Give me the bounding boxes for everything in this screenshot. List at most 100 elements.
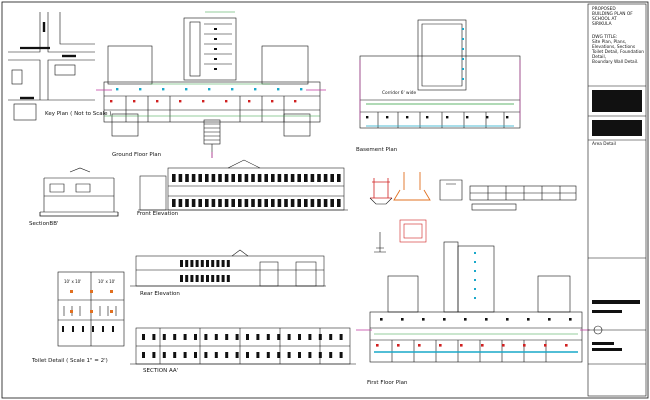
window-mark	[185, 199, 189, 207]
window-mark	[226, 275, 230, 282]
dwg-title-line: Elevations, Sections	[592, 44, 636, 50]
window-mark	[284, 199, 288, 207]
window-mark	[266, 334, 270, 340]
window-mark	[142, 334, 145, 340]
rear-elevation-drawing	[130, 249, 326, 287]
window-mark	[256, 352, 260, 358]
window-mark	[183, 352, 187, 358]
fixture-mark	[82, 326, 84, 332]
fixture-mark	[474, 288, 476, 290]
window-mark	[206, 260, 209, 267]
window-mark	[318, 352, 322, 358]
corridor-label: Corridor 6' wide	[382, 91, 417, 96]
window-mark	[251, 174, 255, 182]
window-mark	[216, 275, 220, 282]
fixture-mark	[110, 290, 113, 293]
section-bb-drawing	[39, 167, 119, 217]
ground-floor-plan-drawing	[96, 11, 326, 158]
fixture-mark	[474, 252, 476, 254]
section-bb-label: SectionBB'	[29, 221, 59, 227]
fixture-mark	[376, 344, 379, 347]
window-mark	[194, 352, 197, 358]
window-mark	[191, 199, 196, 207]
fixture-mark	[397, 344, 400, 347]
fixture-mark	[474, 270, 476, 272]
window-mark	[180, 275, 183, 282]
window-mark	[211, 199, 216, 207]
dwg-title-line: Site Plan, Plans,	[592, 39, 627, 45]
window-mark	[304, 199, 308, 207]
window-mark	[235, 352, 239, 358]
window-mark	[277, 174, 282, 182]
dwg-title-line: Boundary Wall Detail.	[592, 59, 639, 65]
fixture-mark	[406, 116, 409, 119]
window-mark	[194, 334, 197, 340]
fixture-mark	[162, 88, 165, 91]
window-mark	[246, 352, 249, 358]
section-aa-windows	[142, 334, 343, 358]
window-mark	[317, 199, 321, 207]
fixture-mark	[231, 88, 234, 91]
fixture-mark	[70, 310, 73, 313]
fixture-mark	[214, 58, 217, 60]
fixture-mark	[179, 100, 182, 103]
window-mark	[339, 334, 343, 340]
fixture-mark	[460, 344, 463, 347]
fixture-mark	[486, 116, 489, 119]
window-mark	[206, 275, 209, 282]
window-mark	[287, 352, 291, 358]
fixture-mark	[462, 38, 464, 40]
window-mark	[323, 199, 328, 207]
fixture-mark	[62, 326, 64, 332]
title-block-dwg-title: DWG TITLE: Site Plan, Plans, Elevations,…	[592, 35, 650, 66]
toilet-dim-1: 10' x 10'	[64, 279, 82, 284]
fixture-mark	[102, 326, 104, 332]
toilet-detail-fixtures	[62, 290, 114, 332]
window-mark	[304, 174, 308, 182]
fixture-mark	[474, 261, 476, 263]
window-mark	[246, 334, 249, 340]
fixture-mark	[214, 48, 217, 50]
window-mark	[264, 199, 268, 207]
fixture-mark	[254, 88, 257, 91]
window-mark	[172, 199, 176, 207]
window-mark	[152, 352, 156, 358]
window-mark	[256, 334, 260, 340]
project-line: SCHOOL AT	[592, 16, 617, 22]
fixture-mark	[462, 28, 464, 30]
fixture-mark	[70, 290, 73, 293]
dwg-title-line: Toilet Detail, Foundation Detail,	[592, 49, 644, 60]
window-mark	[178, 174, 183, 182]
fixture-mark	[366, 116, 369, 119]
dwg-title-label: DWG TITLE:	[592, 35, 618, 40]
window-mark	[284, 174, 288, 182]
window-mark	[191, 174, 196, 182]
window-mark	[244, 174, 249, 182]
window-mark	[173, 352, 177, 358]
fixture-mark	[110, 310, 113, 313]
window-mark	[200, 275, 204, 282]
title-block-project: PROPOSED BUILDING PLAN OF SCHOOL AT SIRI…	[592, 7, 633, 28]
toilet-detail-label: Toilet Detail ( Scale 1" = 2')	[32, 358, 108, 364]
window-mark	[224, 174, 229, 182]
section-aa-label: SECTION AA'	[143, 368, 179, 374]
window-mark	[329, 334, 333, 340]
fixture-mark	[214, 38, 217, 40]
title-block-frame	[587, 3, 647, 397]
window-mark	[271, 199, 275, 207]
fixture-mark	[225, 100, 228, 103]
fixture-mark	[439, 344, 442, 347]
rear-elevation-windows	[180, 260, 230, 282]
window-mark	[211, 260, 215, 267]
project-line: SIRIKULA	[592, 21, 612, 27]
window-mark	[162, 334, 166, 340]
window-mark	[225, 352, 229, 358]
window-mark	[218, 199, 222, 207]
front-elevation-windows	[172, 174, 341, 207]
fixture-mark	[464, 318, 467, 321]
window-mark	[190, 275, 194, 282]
window-mark	[200, 260, 204, 267]
fixture-mark	[300, 88, 303, 91]
fixture-mark	[90, 310, 93, 313]
